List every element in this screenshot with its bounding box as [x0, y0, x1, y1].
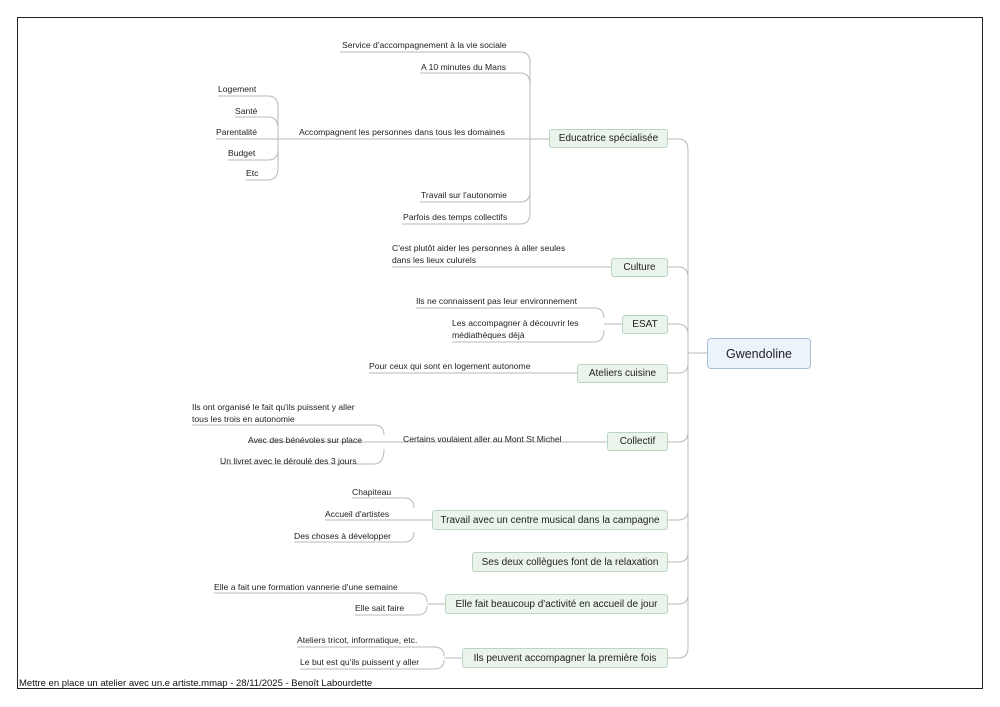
page-frame — [17, 17, 983, 689]
leaf-logement-autonome[interactable]: Pour ceux qui sont en logement autonome — [369, 361, 531, 371]
leaf-etc[interactable]: Etc — [246, 168, 259, 178]
leaf-budget[interactable]: Budget — [228, 148, 256, 158]
leaf-but[interactable]: Le but est qu'ils puissent y aller — [300, 657, 420, 667]
leaf-logement[interactable]: Logement — [218, 84, 257, 94]
leaf-parentalite[interactable]: Parentalité — [216, 127, 258, 137]
leaf-accompagnent[interactable]: Accompagnent les personnes dans tous les… — [299, 127, 505, 137]
branch-collectif[interactable]: Collectif — [607, 432, 668, 451]
leaf-esat-line2[interactable]: médiathèques déjà — [452, 330, 525, 340]
branch-culture[interactable]: Culture — [611, 258, 668, 277]
leaf-esat-line1[interactable]: Les accompagner à découvrir les — [452, 318, 579, 328]
branch-educatrice[interactable]: Educatrice spécialisée — [549, 129, 668, 148]
leaf-vannerie[interactable]: Elle a fait une formation vannerie d'une… — [214, 582, 398, 592]
branch-ateliers-cuisine[interactable]: Ateliers cuisine — [577, 364, 668, 383]
branch-premiere-fois[interactable]: Ils peuvent accompagner la première fois — [462, 648, 668, 668]
leaf-culture-line2[interactable]: dans les lieux culurels — [392, 255, 477, 265]
leaf-ateliers-tricot[interactable]: Ateliers tricot, informatique, etc. — [297, 635, 418, 645]
leaf-10-minutes[interactable]: A 10 minutes du Mans — [421, 62, 507, 72]
leaf-autonomie[interactable]: Travail sur l'autonomie — [421, 190, 507, 200]
leaf-esat-environnement[interactable]: Ils ne connaissent pas leur environnemen… — [416, 296, 577, 306]
leaf-sait-faire[interactable]: Elle sait faire — [355, 603, 405, 613]
footer-filename: Mettre en place un atelier avec un.e art… — [19, 678, 373, 689]
leaf-service-accompagnement[interactable]: Service d'accompagnement à la vie social… — [342, 40, 507, 50]
leaf-benevoles[interactable]: Avec des bénévoles sur place — [248, 435, 363, 445]
leaf-livret[interactable]: Un livret avec le déroulé des 3 jours — [220, 456, 357, 466]
leaf-sante[interactable]: Santé — [235, 106, 258, 116]
leaf-choses-developper[interactable]: Des choses à développer — [294, 531, 391, 541]
leaf-chapiteau[interactable]: Chapiteau — [352, 487, 392, 497]
root-node[interactable]: Gwendoline — [707, 338, 811, 369]
leaf-organise-line2[interactable]: tous les trois en autonomie — [192, 414, 295, 424]
leaf-culture-line1[interactable]: C'est plutôt aider les personnes à aller… — [392, 243, 566, 253]
leaf-accueil-artistes[interactable]: Accueil d'artistes — [325, 509, 390, 519]
branch-centre-musical[interactable]: Travail avec un centre musical dans la c… — [432, 510, 668, 530]
branch-esat[interactable]: ESAT — [622, 315, 668, 334]
leaf-temps-collectifs[interactable]: Parfois des temps collectifs — [403, 212, 508, 222]
leaf-organise-line1[interactable]: Ils ont organisé le fait qu'ils puissent… — [192, 402, 355, 412]
leaf-mont-st-michel[interactable]: Certains voulaient aller au Mont St Mich… — [403, 434, 562, 444]
branch-relaxation[interactable]: Ses deux collègues font de la relaxation — [472, 552, 668, 572]
branch-accueil-de-jour[interactable]: Elle fait beaucoup d'activité en accueil… — [445, 594, 668, 614]
